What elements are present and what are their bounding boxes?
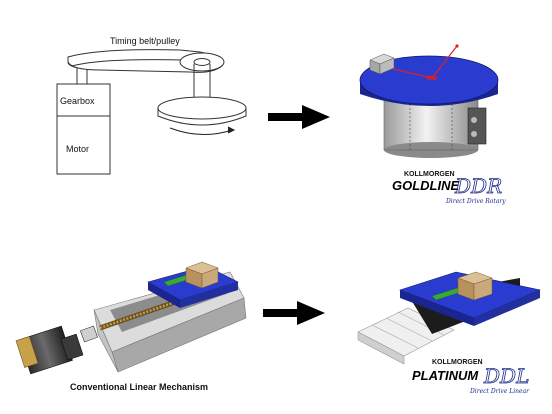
- servo-motor: [15, 325, 84, 375]
- direct-drive-linear: [357, 271, 541, 365]
- gearbox-label: Gearbox: [60, 96, 95, 106]
- bottom-arrow: [263, 301, 325, 325]
- linear-load-box: [457, 271, 493, 301]
- goldline-logo: KOLLMORGEN GOLDLINE DDR Direct Drive Rot…: [392, 171, 506, 205]
- belt-label: Timing belt/pulley: [110, 36, 180, 46]
- payload-cube: [369, 53, 395, 75]
- belt-pulley-schematic: [56, 49, 247, 175]
- gearbox-box: [56, 83, 111, 117]
- conventional-caption: Conventional Linear Mechanism: [70, 382, 208, 392]
- coupling: [79, 325, 99, 343]
- goldline-product: GOLDLINE: [392, 178, 459, 193]
- platinum-script: DDL: [483, 364, 529, 388]
- goldline-maker: KOLLMORGEN: [404, 171, 455, 178]
- rotation-marker-line: [384, 66, 433, 79]
- platinum-product: PLATINUM: [412, 368, 479, 383]
- top-arrow: [268, 105, 330, 129]
- load-box: [185, 261, 219, 289]
- platinum-subtitle: Direct Drive Linear: [469, 388, 530, 395]
- rotary-table: [359, 44, 499, 158]
- conventional-linear-mechanism: [15, 261, 247, 375]
- motor-label: Motor: [66, 144, 89, 154]
- goldline-subtitle: Direct Drive Rotary: [445, 198, 506, 205]
- platinum-maker: KOLLMORGEN: [432, 359, 483, 366]
- large-pulley-top: [179, 52, 225, 72]
- motor-box: [56, 115, 111, 175]
- driven-disc: [157, 96, 247, 120]
- goldline-script: DDR: [454, 174, 502, 198]
- rotation-arrow: [169, 127, 233, 136]
- platinum-logo: KOLLMORGEN PLATINUM DDL Direct Drive Lin…: [412, 359, 530, 395]
- connector-block: [467, 107, 487, 145]
